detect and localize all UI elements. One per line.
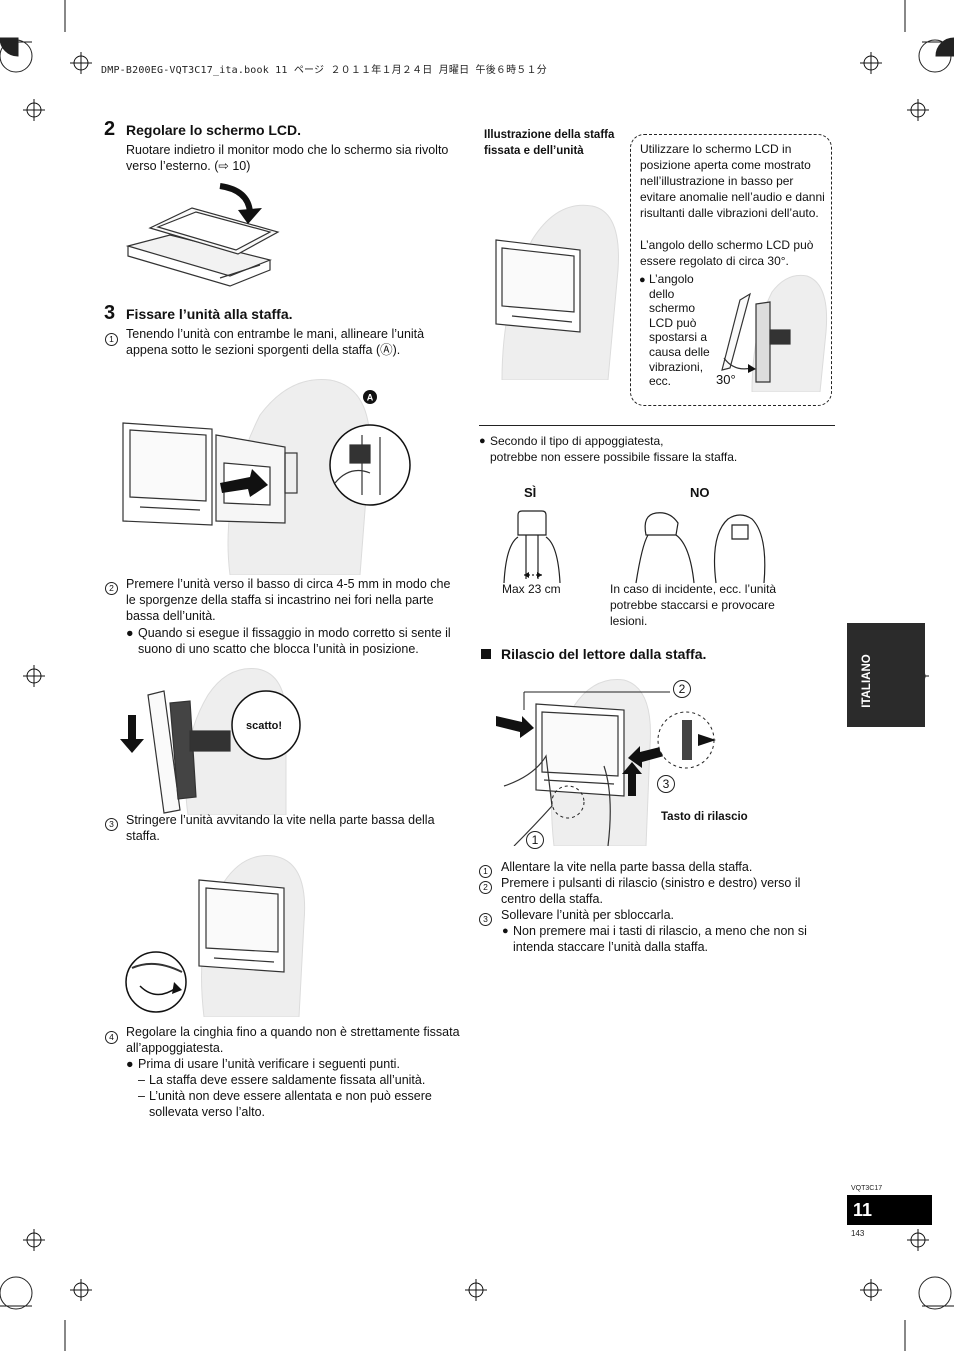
- illustration-caption: Illustrazione della staffa fissata e del…: [484, 129, 615, 157]
- number-circle: 3: [479, 913, 492, 926]
- callout-3: 3: [657, 775, 675, 793]
- yes-label: SÌ: [524, 485, 537, 500]
- no-label: NO: [690, 485, 710, 500]
- no-caption: In caso di incidente, ecc. l’unità potre…: [610, 582, 777, 628]
- release-item-3-text: Sollevare l’unità per sbloccarla.: [501, 908, 675, 922]
- language-tab: ITALIANO: [847, 623, 925, 727]
- step-3-item-1: 1: [105, 329, 118, 347]
- label-scatto: scatto!: [246, 720, 282, 732]
- file-header: DMP-B200EG-VQT3C17_ita.book 11 ページ ２０１１年…: [101, 65, 547, 76]
- section-divider: [479, 425, 835, 426]
- square-bullet-icon: [481, 649, 491, 659]
- bullet-icon: ●: [502, 925, 509, 937]
- lcd-note-text: Utilizzare lo schermo LCD in posizione a…: [640, 142, 825, 220]
- step-3-dash-1: La staffa deve essere saldamente fissata…: [149, 1073, 426, 1087]
- release-item-3: 3: [479, 909, 492, 927]
- number-circle: 2: [105, 582, 118, 595]
- step-3-item-3: 3: [105, 814, 118, 832]
- number-circle: 2: [479, 881, 492, 894]
- step-3-bullet-click: Quando si esegue il fissaggio in modo co…: [138, 626, 451, 656]
- step-3-item-3-text: Stringere l’unità avvitando la vite nell…: [126, 813, 435, 843]
- lcd-shift-bullet: L’angolo dello schermo LCD può spostarsi…: [649, 272, 710, 389]
- headrest-types-illustration: [503, 510, 766, 584]
- callout-2: 2: [673, 680, 691, 698]
- page-number-box: 11: [847, 1195, 932, 1225]
- number-circle: 3: [105, 818, 118, 831]
- step-3-item-2: 2: [105, 578, 118, 596]
- headrest-note-1: Secondo il tipo di appoggiatesta,: [490, 434, 664, 448]
- step-3-item-1-text: Tenendo l’unità con entrambe le mani, al…: [126, 327, 425, 357]
- release-illustration: [496, 679, 716, 846]
- language-tab-label: ITALIANO: [861, 654, 873, 708]
- dash-icon: –: [138, 1073, 145, 1087]
- label-a: A: [367, 393, 374, 403]
- release-item-1-text: Allentare la vite nella parte bassa dell…: [501, 860, 753, 874]
- number-circle: 1: [479, 865, 492, 878]
- release-item-2: 2: [479, 877, 492, 895]
- max-label: Max 23 cm: [502, 582, 561, 596]
- headrest-note-2: potrebbe non essere possibile fissare la…: [490, 450, 738, 464]
- step-3-dash-2: L’unità non deve essere allentata e non …: [149, 1089, 432, 1119]
- release-item-2-text: Premere i pulsanti di rilascio (sinistro…: [501, 876, 801, 906]
- screw-illustration: [125, 855, 306, 1017]
- dash-icon: –: [138, 1089, 145, 1103]
- click-illustration: scatto!: [120, 668, 301, 815]
- bullet-icon: ●: [126, 1057, 134, 1071]
- step-3-item-4-text: Regolare la cinghia fino a quando non è …: [126, 1025, 460, 1055]
- number-circle: 1: [105, 333, 118, 346]
- release-bullet: Non premere mai i tasti di rilascio, a m…: [513, 924, 807, 954]
- lcd-rotate-illustration: [125, 183, 280, 287]
- step-3-number: 3: [104, 302, 116, 324]
- step-3-title: Fissare l’unità alla staffa.: [126, 306, 293, 322]
- attach-unit-illustration: A: [122, 378, 411, 575]
- page-number: 11: [853, 1200, 873, 1220]
- bullet-icon: ●: [479, 435, 486, 447]
- step-2-body: Ruotare indietro il monitor modo che lo …: [126, 143, 449, 173]
- lcd-angle-note: L’angolo dello schermo LCD può essere re…: [640, 238, 814, 268]
- step-3-bullet-check: Prima di usare l’unità verificare i segu…: [138, 1057, 400, 1071]
- number-circle: 4: [105, 1031, 118, 1044]
- angle-illustration: 30°: [716, 274, 828, 392]
- bullet-icon: ●: [126, 626, 134, 640]
- release-item-1: 1: [479, 861, 492, 879]
- release-button-label: Tasto di rilascio: [661, 811, 748, 823]
- step-3-item-4: 4: [105, 1027, 118, 1045]
- release-title: Rilascio del lettore dalla staffa.: [501, 646, 707, 662]
- step-3-item-2-text: Premere l’unità verso il basso di circa …: [126, 577, 451, 623]
- callout-1: 1: [526, 831, 544, 849]
- step-2-number: 2: [104, 118, 116, 140]
- step-2-title: Regolare lo schermo LCD.: [126, 122, 302, 138]
- doc-code: VQT3C17: [851, 1185, 883, 1192]
- lcd-note-box: [630, 134, 832, 406]
- bullet-icon: ●: [639, 274, 646, 286]
- mounted-unit-illustration: [495, 204, 619, 380]
- page-sub-number: 143: [851, 1229, 865, 1238]
- angle-label: 30°: [716, 372, 736, 387]
